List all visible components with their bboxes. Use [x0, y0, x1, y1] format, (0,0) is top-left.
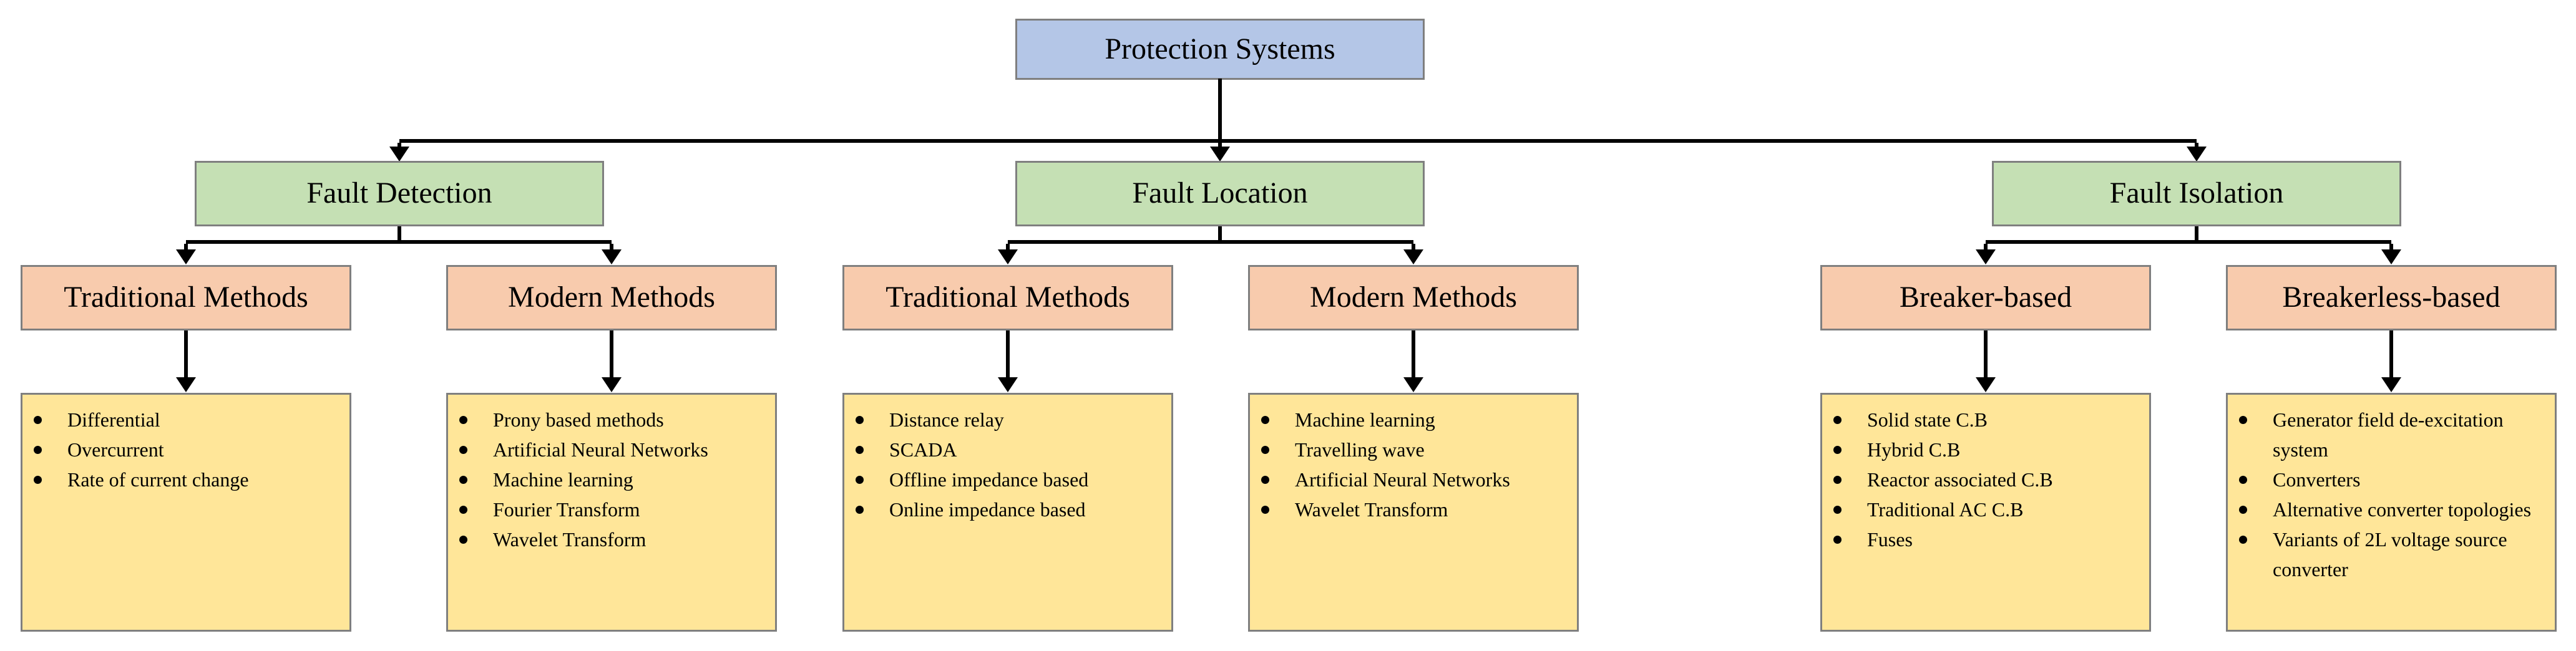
bullet-item: Fourier Transform	[448, 494, 770, 524]
bullet-item: Wavelet Transform	[448, 524, 770, 554]
branch-node-fault-isolation: Fault Isolation	[1992, 161, 2401, 226]
bullet-list: Generator field de-excitation system Con…	[2228, 395, 2555, 584]
bullet-item: Travelling wave	[1250, 435, 1572, 465]
arrowhead-to-fd-traditional	[176, 249, 196, 264]
branch-node-fault-detection: Fault Detection	[195, 161, 604, 226]
connector-stub-fault-location	[1218, 143, 1222, 147]
connector-c2-vertical	[610, 330, 613, 379]
bullet-list: Differential Overcurrent Rate of current…	[22, 395, 349, 494]
connector-fi-vertical	[2195, 226, 2198, 242]
bullet-list: Machine learning Travelling wave Artific…	[1250, 395, 1577, 524]
arrowhead-to-fault-detection	[389, 147, 409, 162]
connector-c4-vertical	[1412, 330, 1415, 379]
connector-stub-fi-breakerless	[2389, 244, 2393, 249]
bullet-item: Distance relay	[844, 405, 1166, 435]
bullet-item: Machine learning	[448, 465, 770, 494]
method-node-label: Modern Methods	[1310, 281, 1517, 314]
connector-fl-horizontal	[1008, 240, 1413, 244]
connector-stub-fi-breaker	[1984, 244, 1988, 249]
leaf-box-fd-modern: Prony based methods Artificial Neural Ne…	[446, 393, 777, 632]
arrowhead-to-fault-isolation	[2187, 147, 2207, 162]
bullet-item: Fuses	[1822, 524, 2144, 554]
connector-fd-vertical	[398, 226, 401, 242]
connector-c3-vertical	[1006, 330, 1010, 379]
bullet-item: Wavelet Transform	[1250, 494, 1572, 524]
connector-c5-vertical	[1984, 330, 1988, 379]
bullet-item: Variants of 2L voltage source converter	[2228, 524, 2550, 584]
connector-stub-fl-traditional	[1006, 244, 1010, 249]
bullet-item: Hybrid C.B	[1822, 435, 2144, 465]
connector-stub-fd-modern	[610, 244, 613, 249]
bullet-list: Distance relay SCADA Offline impedance b…	[844, 395, 1171, 524]
bullet-item: Differential	[22, 405, 344, 435]
leaf-box-fl-modern: Machine learning Travelling wave Artific…	[1248, 393, 1579, 632]
bullet-item: SCADA	[844, 435, 1166, 465]
bullet-item: Online impedance based	[844, 494, 1166, 524]
arrowhead-to-c1-leaf	[176, 377, 196, 392]
bullet-item: Generator field de-excitation system	[2228, 405, 2550, 465]
bullet-list: Solid state C.B Hybrid C.B Reactor assoc…	[1822, 395, 2149, 554]
arrowhead-to-c2-leaf	[602, 377, 622, 392]
bullet-item: Rate of current change	[22, 465, 344, 494]
root-node-label: Protection Systems	[1105, 32, 1335, 65]
arrowhead-to-c6-leaf	[2381, 377, 2401, 392]
bullet-item: Artificial Neural Networks	[448, 435, 770, 465]
leaf-box-fi-breakerless-based: Generator field de-excitation system Con…	[2226, 393, 2557, 632]
arrowhead-to-fault-location	[1210, 147, 1230, 162]
arrowhead-to-fl-traditional	[998, 249, 1018, 264]
method-node-fd-modern: Modern Methods	[446, 265, 777, 330]
bullet-item: Solid state C.B	[1822, 405, 2144, 435]
bullet-list: Prony based methods Artificial Neural Ne…	[448, 395, 775, 554]
method-node-fl-traditional: Traditional Methods	[842, 265, 1173, 330]
method-node-fl-modern: Modern Methods	[1248, 265, 1579, 330]
connector-fd-horizontal	[186, 240, 612, 244]
bullet-item: Prony based methods	[448, 405, 770, 435]
connector-c1-vertical	[184, 330, 188, 379]
connector-fl-vertical	[1218, 226, 1222, 242]
connector-fi-horizontal	[1986, 240, 2391, 244]
method-node-fd-traditional: Traditional Methods	[21, 265, 351, 330]
arrowhead-to-c4-leaf	[1403, 377, 1423, 392]
branch-node-label: Fault Isolation	[2109, 176, 2284, 210]
method-node-label: Traditional Methods	[886, 281, 1130, 314]
method-node-fi-breaker-based: Breaker-based	[1820, 265, 2151, 330]
connector-stub-fault-detection	[398, 143, 401, 147]
branch-node-label: Fault Detection	[306, 176, 492, 210]
leaf-box-fl-traditional: Distance relay SCADA Offline impedance b…	[842, 393, 1173, 632]
arrowhead-to-c5-leaf	[1976, 377, 1996, 392]
bullet-item: Machine learning	[1250, 405, 1572, 435]
method-node-label: Breakerless-based	[2282, 281, 2500, 314]
bullet-item: Reactor associated C.B	[1822, 465, 2144, 494]
connector-stub-fl-modern	[1412, 244, 1415, 249]
bullet-item: Alternative converter topologies	[2228, 494, 2550, 524]
bullet-item: Offline impedance based	[844, 465, 1166, 494]
branch-node-fault-location: Fault Location	[1015, 161, 1425, 226]
connector-stub-fd-traditional	[184, 244, 188, 249]
bullet-item: Artificial Neural Networks	[1250, 465, 1572, 494]
bullet-item: Traditional AC C.B	[1822, 494, 2144, 524]
bullet-item: Overcurrent	[22, 435, 344, 465]
method-node-fi-breakerless-based: Breakerless-based	[2226, 265, 2557, 330]
arrowhead-to-fi-breakerless	[2381, 249, 2401, 264]
connector-root-horizontal	[399, 139, 2197, 143]
arrowhead-to-fi-breaker	[1976, 249, 1996, 264]
method-node-label: Modern Methods	[508, 281, 715, 314]
connector-root-vertical	[1218, 79, 1222, 140]
bullet-item: Converters	[2228, 465, 2550, 494]
connector-c6-vertical	[2389, 330, 2393, 379]
root-node-protection-systems: Protection Systems	[1015, 19, 1425, 80]
arrowhead-to-fd-modern	[602, 249, 622, 264]
method-node-label: Breaker-based	[1899, 281, 2072, 314]
arrowhead-to-fl-modern	[1403, 249, 1423, 264]
leaf-box-fd-traditional: Differential Overcurrent Rate of current…	[21, 393, 351, 632]
leaf-box-fi-breaker-based: Solid state C.B Hybrid C.B Reactor assoc…	[1820, 393, 2151, 632]
branch-node-label: Fault Location	[1132, 176, 1308, 210]
arrowhead-to-c3-leaf	[998, 377, 1018, 392]
connector-stub-fault-isolation	[2195, 143, 2198, 147]
method-node-label: Traditional Methods	[64, 281, 308, 314]
